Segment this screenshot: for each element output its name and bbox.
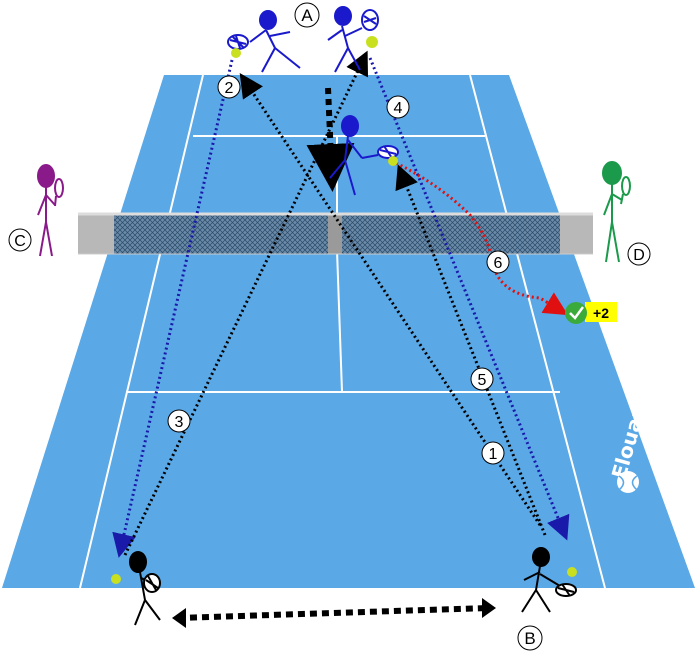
score-badge: +2	[565, 302, 617, 324]
step-label-6: 6	[486, 250, 510, 274]
player-label-b: B	[517, 625, 543, 651]
racquet-icon	[620, 176, 631, 205]
racquet-icon	[227, 34, 249, 50]
player-label-a: A	[294, 2, 320, 28]
player-d	[602, 161, 631, 263]
svg-text:A: A	[301, 6, 313, 25]
step-label-3: 3	[167, 409, 191, 433]
player-b-right	[521, 547, 577, 613]
racquet-icon	[361, 9, 379, 31]
svg-text:5: 5	[478, 372, 487, 389]
player-a-right	[327, 6, 379, 73]
court-inner	[75, 75, 600, 588]
route-step-1	[395, 164, 547, 536]
racquet-icon	[54, 178, 64, 207]
svg-text:6: 6	[494, 255, 503, 272]
tennis-ball-logo-icon	[617, 471, 639, 493]
racquet-icon	[143, 573, 161, 593]
racquet-icon	[555, 583, 577, 597]
svg-text:1: 1	[489, 446, 498, 463]
route-lines	[112, 50, 570, 558]
step-label-5: 5	[470, 367, 494, 391]
step-label-1: 1	[481, 441, 505, 465]
route-step-4	[368, 57, 570, 541]
route-step-2b	[112, 59, 234, 558]
svg-text:D: D	[633, 247, 645, 264]
court-lines	[79, 74, 606, 589]
player-label-c: C	[8, 228, 32, 252]
step-label-4: 4	[386, 95, 410, 119]
route-step-3	[123, 50, 369, 556]
svg-text:C: C	[14, 233, 26, 250]
net-player-move-arrow	[306, 87, 355, 192]
player-c	[37, 164, 64, 257]
svg-text:B: B	[524, 629, 535, 648]
step-label-2: 2	[217, 75, 241, 99]
check-icon	[565, 302, 587, 324]
player-b-left	[111, 551, 161, 626]
tennis-net	[78, 212, 593, 255]
player-a-net	[329, 115, 399, 196]
movement-arrows	[172, 87, 496, 628]
svg-text:3: 3	[175, 414, 184, 431]
racquet-icon	[377, 145, 399, 159]
player-label-d: D	[627, 242, 651, 266]
svg-text:4: 4	[394, 100, 403, 117]
player-a-left	[227, 10, 301, 73]
baseline-move-arrow	[177, 605, 489, 621]
svg-text:2: 2	[225, 80, 234, 97]
svg-text:+2: +2	[593, 305, 609, 321]
